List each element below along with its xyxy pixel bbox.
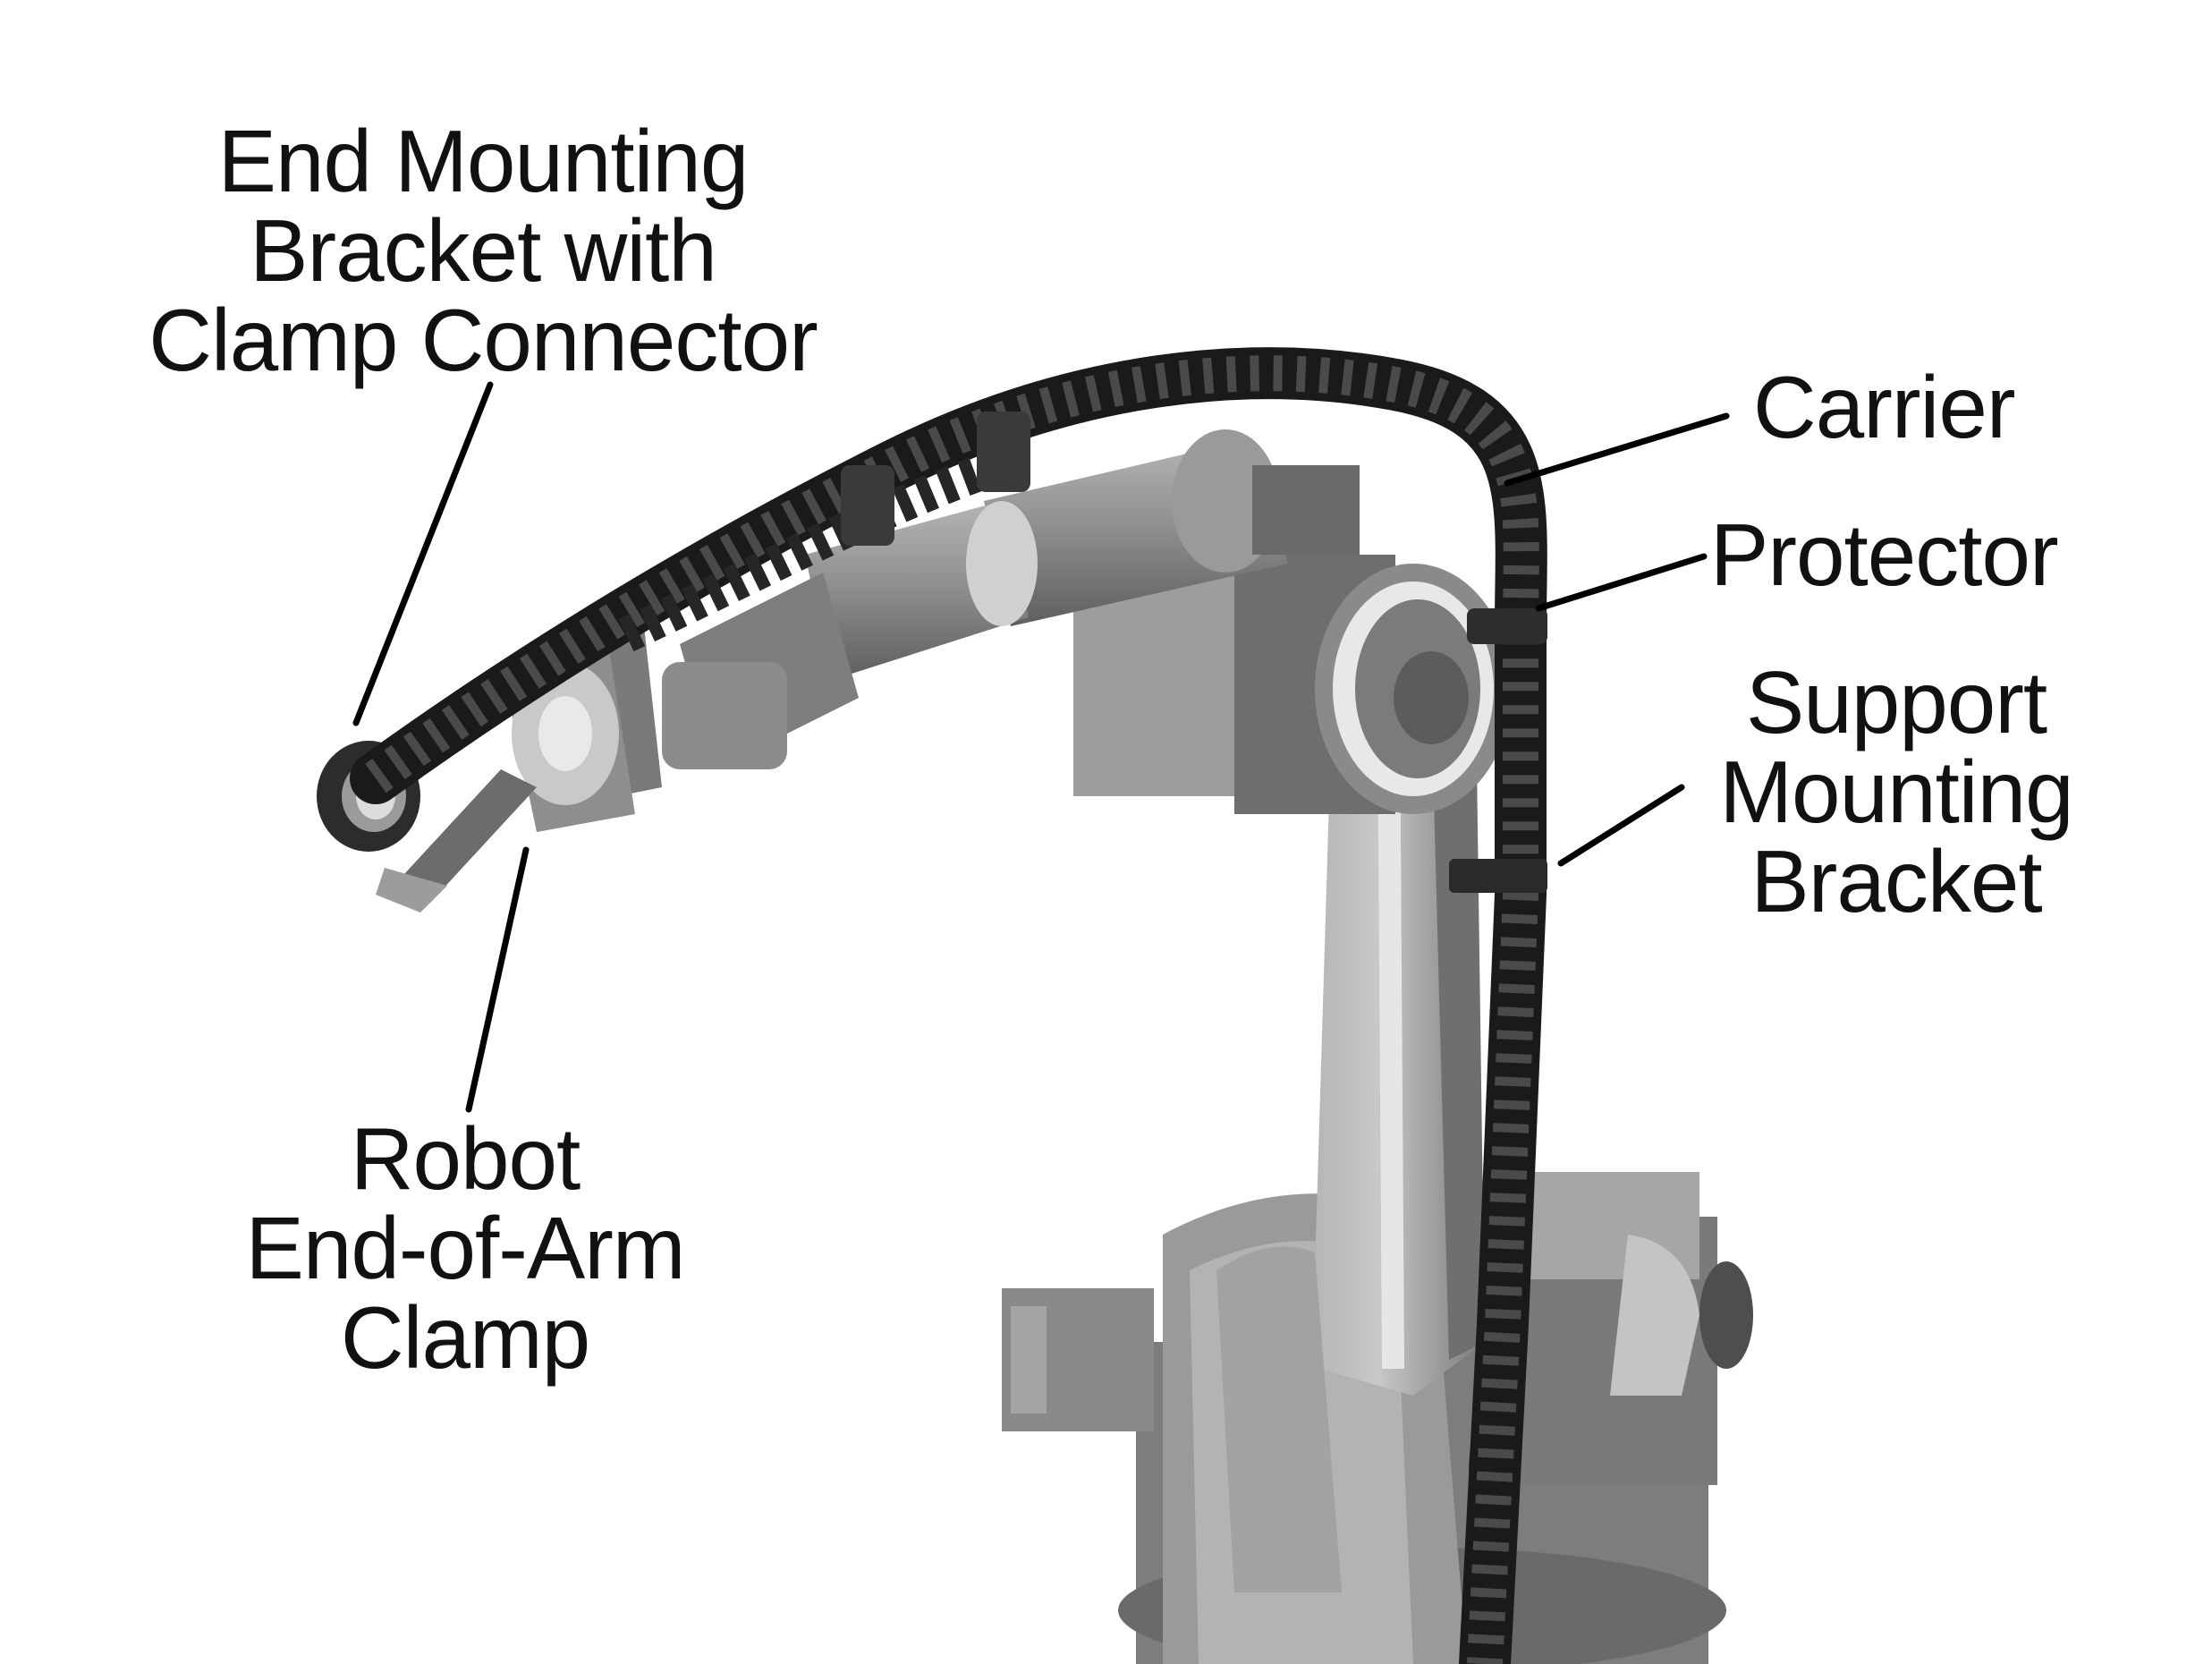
label-line: Protector [1710,505,2059,604]
label-robot-end-of-arm-clamp: Robot End-of-Arm Clamp [197,1114,733,1382]
robot-elbow [1073,555,1512,814]
label-line: End Mounting [217,112,750,210]
leader-support-bracket [1557,784,1685,867]
label-line: Bracket [1750,832,2042,930]
label-line: Robot [350,1109,581,1208]
leader-protector [1535,553,1708,612]
protector-sleeve [841,412,1547,644]
leader-end-bracket [352,381,494,726]
label-protector: Protector [1710,505,2059,604]
label-line: Carrier [1753,358,2015,456]
label-line: Bracket with [250,201,717,300]
label-carrier: Carrier [1753,358,2015,456]
label-support-mounting-bracket: Support Mounting Bracket [1682,658,2111,926]
label-line: Clamp [340,1288,590,1387]
support-mounting-bracket [1449,859,1547,893]
label-line: Mounting [1719,743,2073,841]
label-line: Clamp Connector [148,291,818,389]
label-line: Support [1745,653,2047,751]
label-line: End-of-Arm [245,1199,685,1297]
leader-lines [352,381,1730,1113]
leader-carrier [1504,412,1730,487]
label-end-mounting-bracket: End Mounting Bracket with Clamp Connecto… [116,116,850,385]
leader-clamp [465,846,530,1113]
